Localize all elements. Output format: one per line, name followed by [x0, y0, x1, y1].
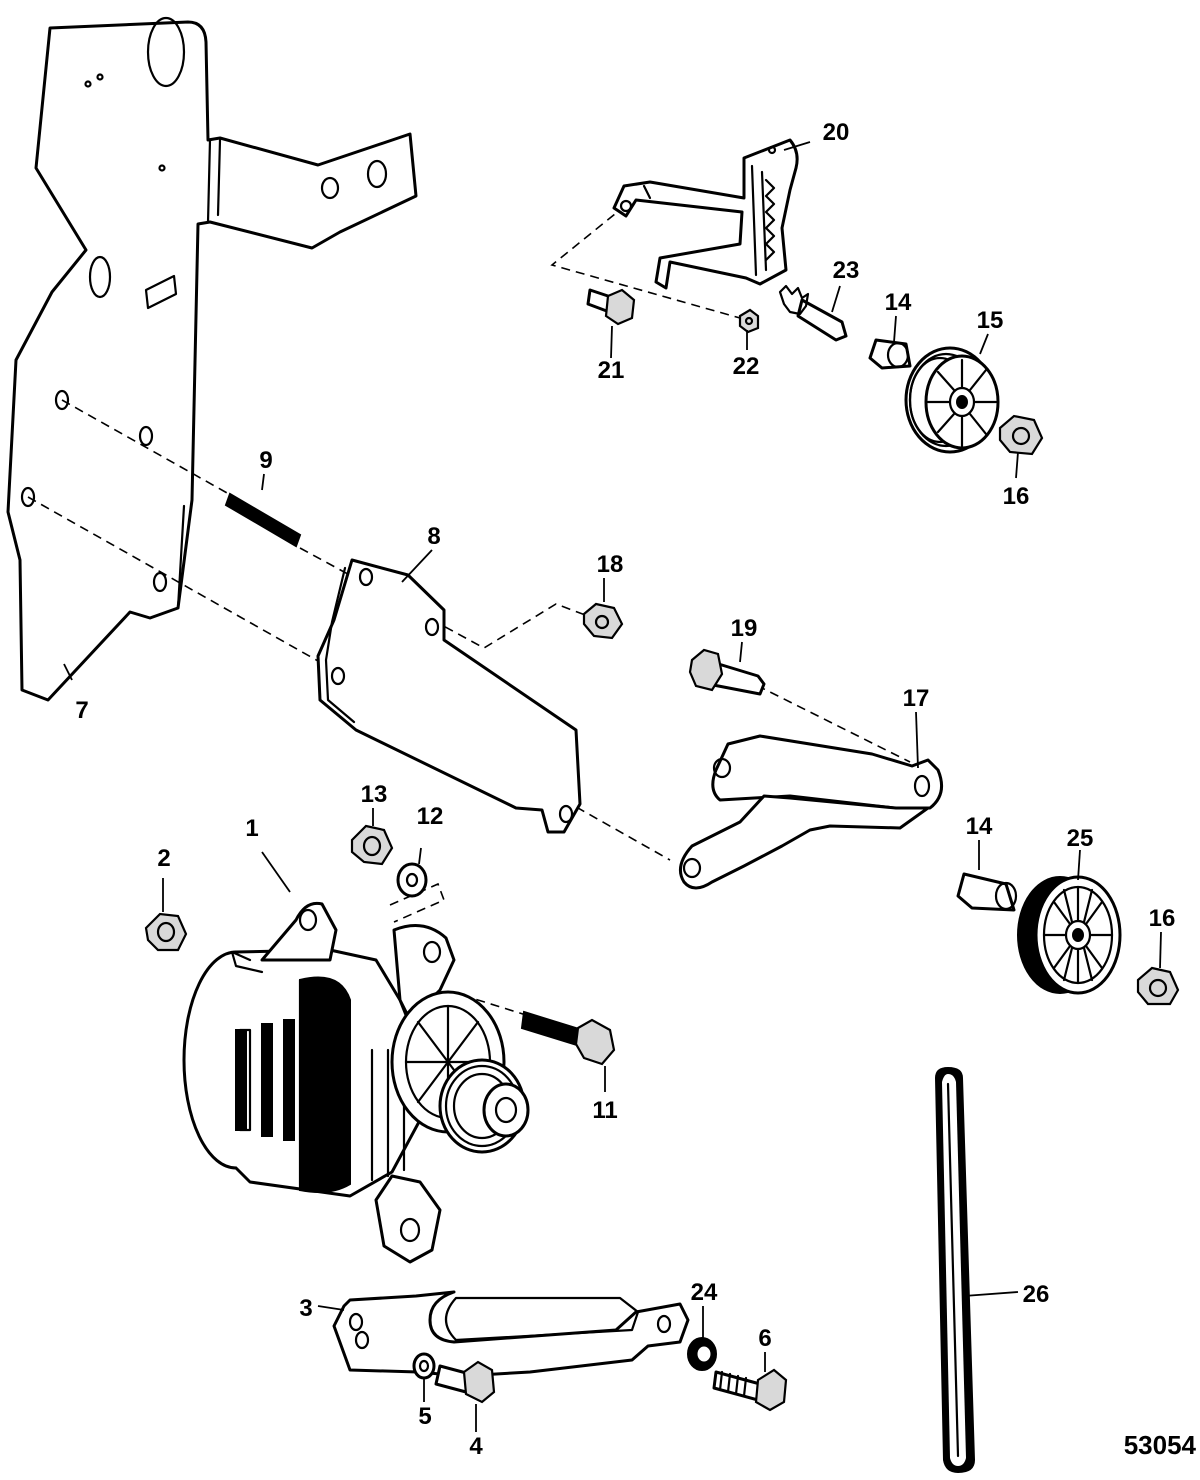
bolt-11	[520, 1010, 616, 1066]
callout-14-upper: 14	[885, 289, 912, 316]
washer-24	[687, 1337, 717, 1371]
pulley-25	[1017, 875, 1122, 995]
callout-9: 9	[259, 447, 272, 474]
callout-15: 15	[977, 307, 1004, 334]
strap-3	[332, 1290, 690, 1378]
callout-19: 19	[731, 615, 758, 642]
callout-6: 6	[758, 1325, 771, 1352]
bracket-8	[316, 558, 582, 834]
callout-24: 24	[691, 1279, 718, 1306]
nut-22	[738, 308, 760, 334]
belt-26	[934, 1066, 976, 1474]
callout-2: 2	[157, 845, 170, 872]
bolt-6	[712, 1368, 788, 1412]
pulley-15	[904, 346, 1000, 454]
callout-5: 5	[418, 1403, 431, 1430]
callout-labels: 1 2 3 4 5 6 7 8 9 11 12 13 14 14 15 16 1…	[75, 119, 1175, 1460]
callout-8: 8	[427, 523, 440, 550]
bracket-20	[612, 138, 799, 290]
callout-4: 4	[469, 1433, 483, 1460]
washer-5	[412, 1352, 436, 1380]
nut-18	[582, 602, 624, 640]
callout-26: 26	[1023, 1281, 1050, 1308]
callout-1: 1	[245, 815, 258, 842]
adjuster-23	[778, 284, 848, 342]
callout-13: 13	[361, 781, 388, 808]
bolt-21	[586, 288, 636, 326]
callout-14-lower: 14	[966, 813, 993, 840]
callout-12: 12	[417, 803, 444, 830]
alternator-1	[182, 901, 530, 1264]
washer-12	[396, 862, 428, 898]
callout-3: 3	[299, 1295, 312, 1322]
idler-bracket-17	[678, 734, 944, 890]
spacer-14-lower	[956, 872, 1018, 912]
document-number: 53054	[1124, 1430, 1197, 1460]
callout-18: 18	[597, 551, 624, 578]
nut-2	[144, 912, 188, 952]
callout-16-lower: 16	[1149, 905, 1176, 932]
nut-13	[350, 824, 394, 866]
nut-16-lower	[1136, 966, 1180, 1006]
callout-17: 17	[903, 685, 930, 712]
callout-20: 20	[823, 119, 850, 146]
callout-25: 25	[1067, 825, 1094, 852]
bolt-4	[434, 1360, 496, 1404]
callout-11: 11	[592, 1097, 617, 1124]
callout-16-upper: 16	[1003, 483, 1030, 510]
bolt-19	[688, 648, 766, 696]
callout-7: 7	[75, 697, 88, 724]
callout-22: 22	[733, 353, 760, 380]
callout-21: 21	[598, 357, 625, 384]
callout-23: 23	[833, 257, 860, 284]
leader-lines	[63, 141, 1162, 1432]
mounting-plate-7	[6, 16, 418, 702]
stud-9	[224, 492, 302, 548]
nut-16-upper	[998, 414, 1044, 456]
spacer-14-upper	[868, 338, 912, 370]
